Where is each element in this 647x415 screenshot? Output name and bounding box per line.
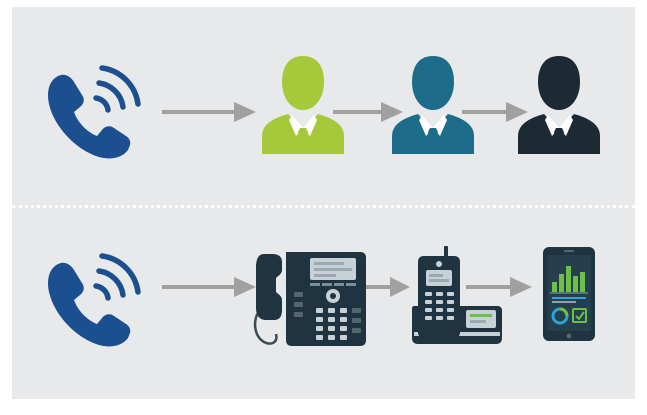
flow-arrow [366,277,410,297]
ringing-phone-icon [48,253,141,347]
person-icon [518,56,600,154]
row-divider [12,205,635,208]
flow-arrow [333,102,403,122]
flow-arrow [162,277,256,297]
ringing-phone-icon [48,65,141,159]
flow-arrow [466,277,532,297]
person-icon [262,56,344,154]
smartphone-icon [543,247,595,341]
cordless-phone-icon [412,246,502,344]
flow-arrow [462,102,528,122]
person-icon [392,56,474,154]
desk-phone-icon [253,252,366,346]
flow-arrow [162,102,256,122]
